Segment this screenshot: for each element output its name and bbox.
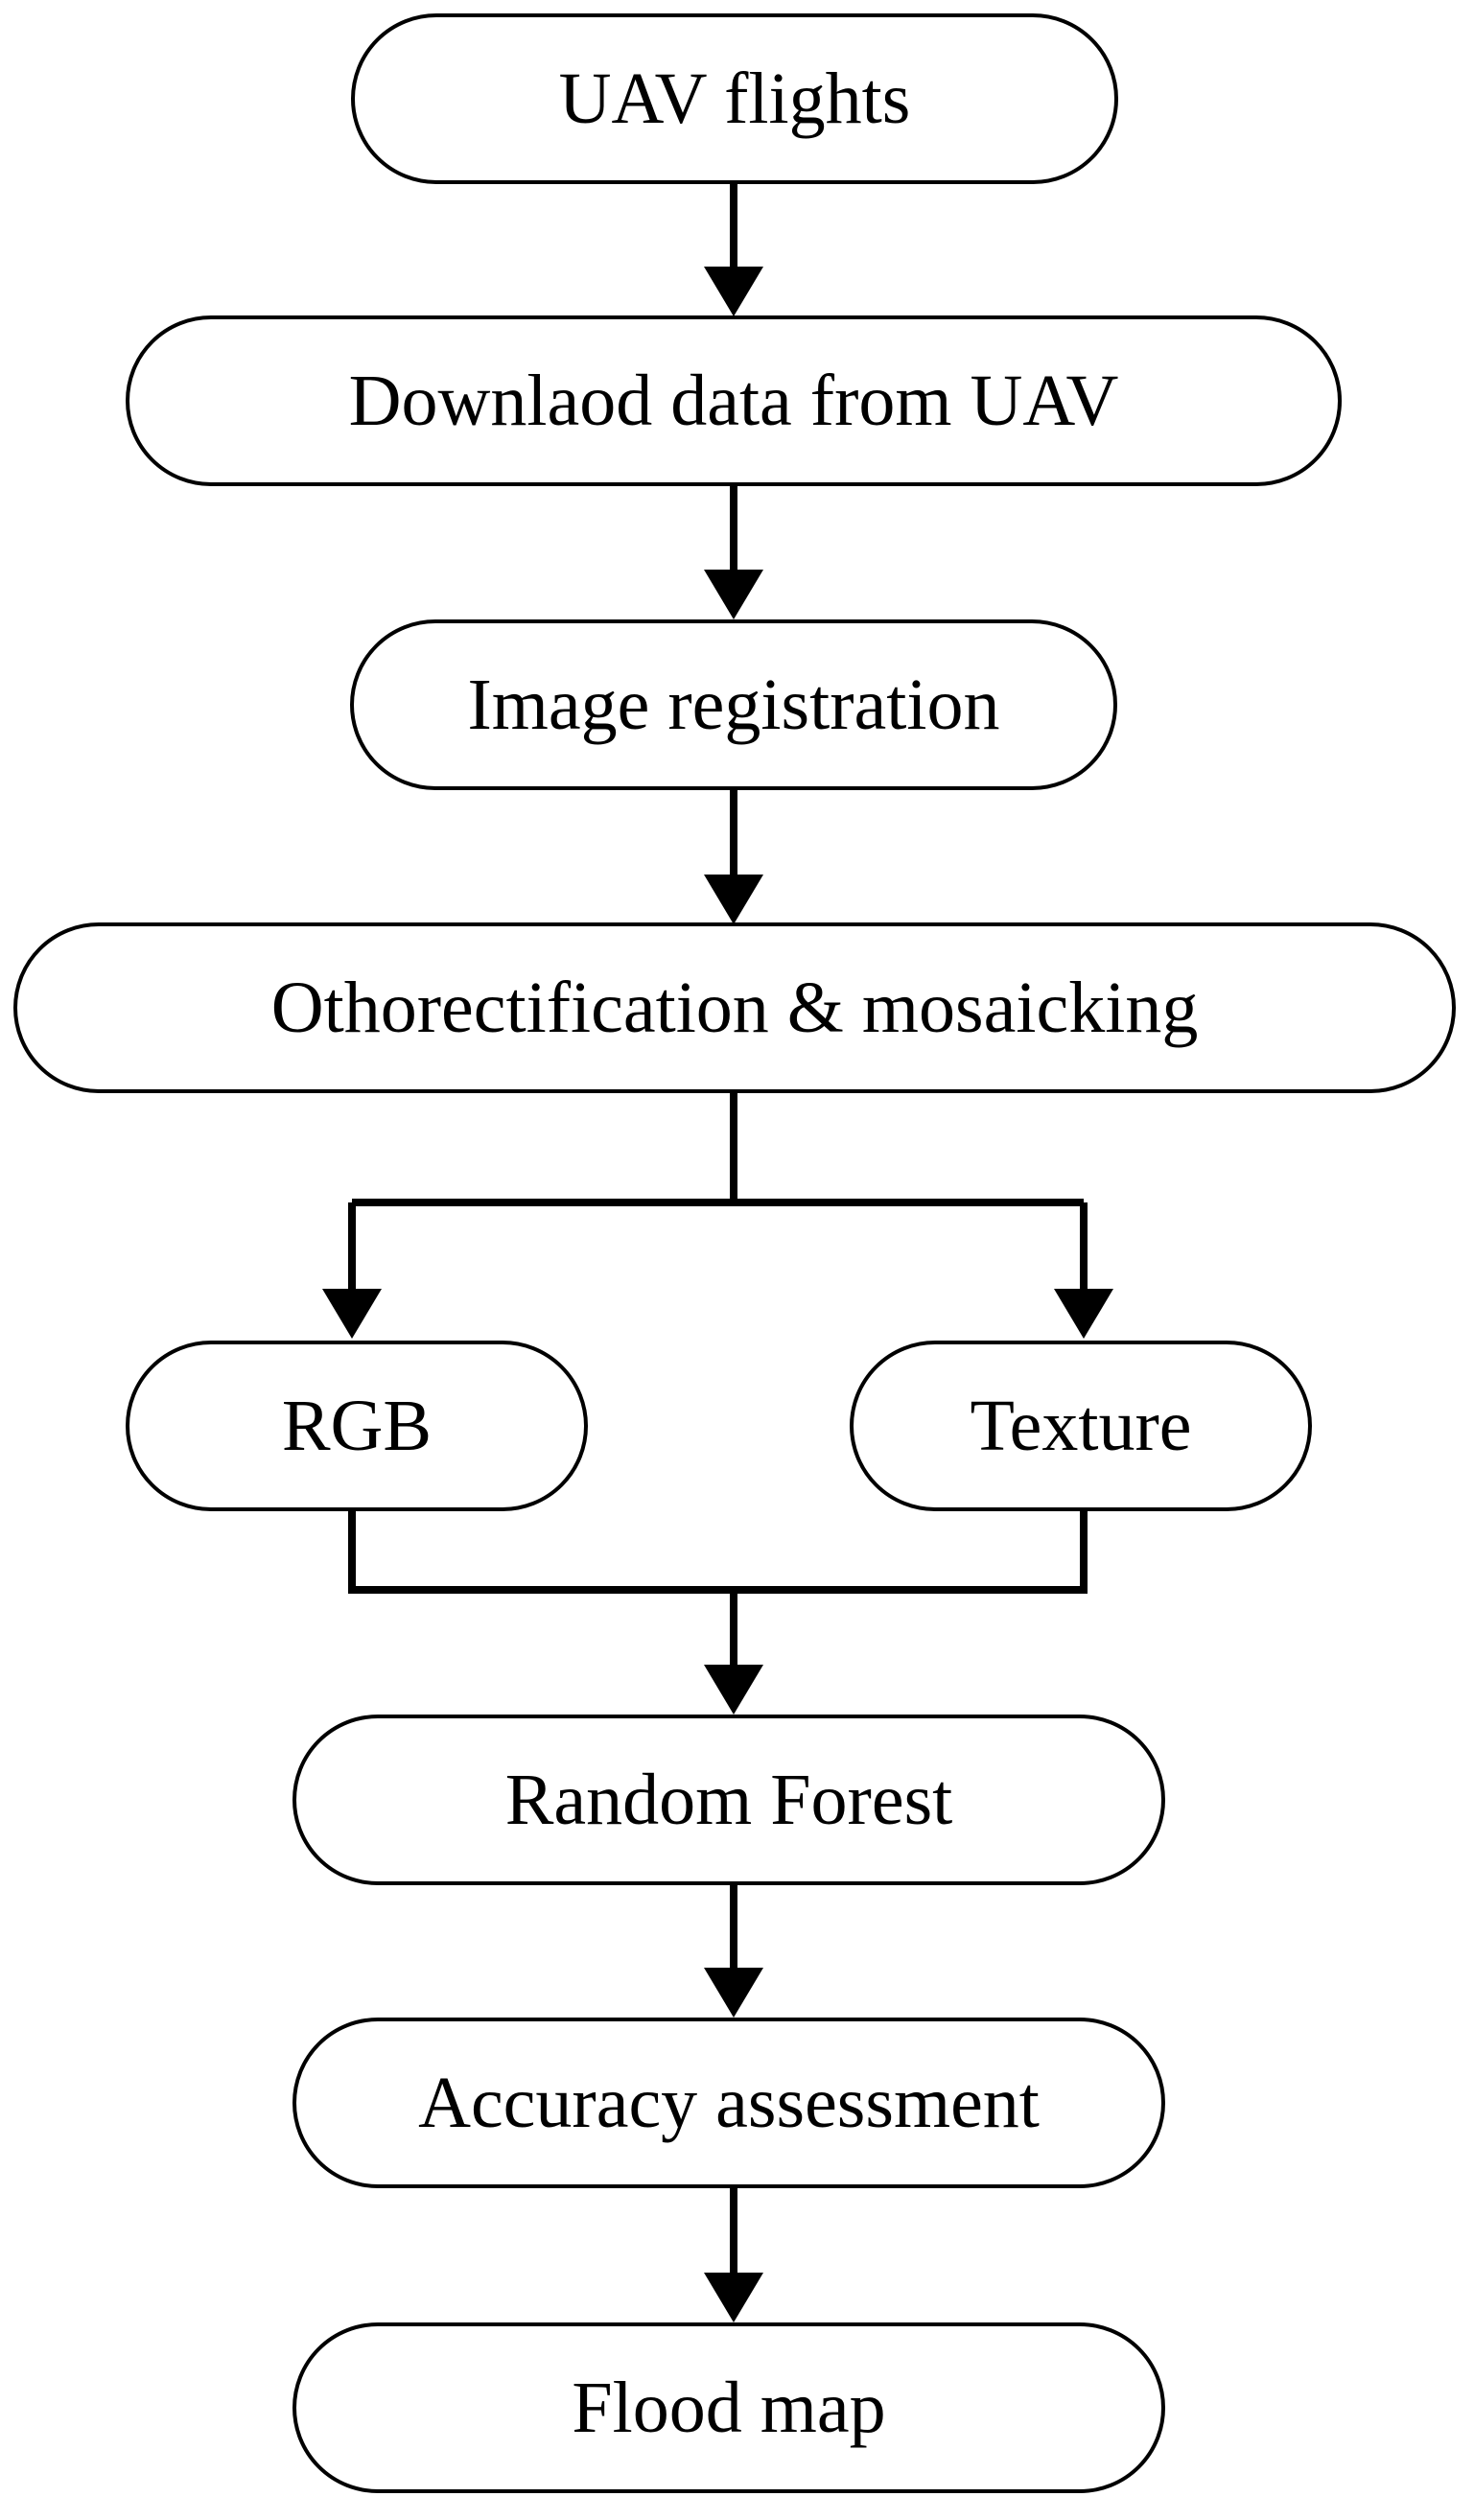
- node-label: Downlaod data from UAV: [349, 361, 1119, 441]
- node-label: Texture: [970, 1386, 1191, 1466]
- node-texture: Texture: [850, 1341, 1312, 1511]
- flowchart-connectors: [322, 182, 1113, 2322]
- node-label: Flood map: [572, 2368, 885, 2448]
- node-label: RGB: [282, 1386, 432, 1466]
- arrowhead-rgb: [322, 1289, 382, 1339]
- node-label: Image registration: [467, 665, 999, 745]
- arrowhead-flood-map: [704, 2273, 763, 2322]
- node-label: Random Forest: [505, 1760, 953, 1840]
- edge-ortho-split: [348, 1091, 1088, 1289]
- node-label: Accuracy assessment: [418, 2063, 1040, 2143]
- arrowhead-random-forest: [704, 1665, 763, 1715]
- arrowhead-download: [704, 267, 763, 316]
- node-label: UAV flights: [559, 58, 911, 139]
- node-flood-map: Flood map: [292, 2322, 1165, 2493]
- node-accuracy-assessment: Accuracy assessment: [292, 2018, 1165, 2188]
- edge-merge-to-random-forest: [348, 1509, 1088, 1665]
- node-rgb: RGB: [126, 1341, 588, 1511]
- node-label: Othorectification & mosaicking: [271, 968, 1199, 1048]
- arrowhead-registration: [704, 570, 763, 619]
- node-uav-flights: UAV flights: [351, 13, 1118, 184]
- arrowhead-accuracy: [704, 1968, 763, 2018]
- node-download-data: Downlaod data from UAV: [126, 315, 1342, 486]
- arrowhead-texture: [1054, 1289, 1113, 1339]
- node-orthorectification: Othorectification & mosaicking: [13, 922, 1456, 1093]
- arrowhead-ortho: [704, 875, 763, 924]
- node-random-forest: Random Forest: [292, 1715, 1165, 1885]
- node-image-registration: Image registration: [350, 619, 1117, 790]
